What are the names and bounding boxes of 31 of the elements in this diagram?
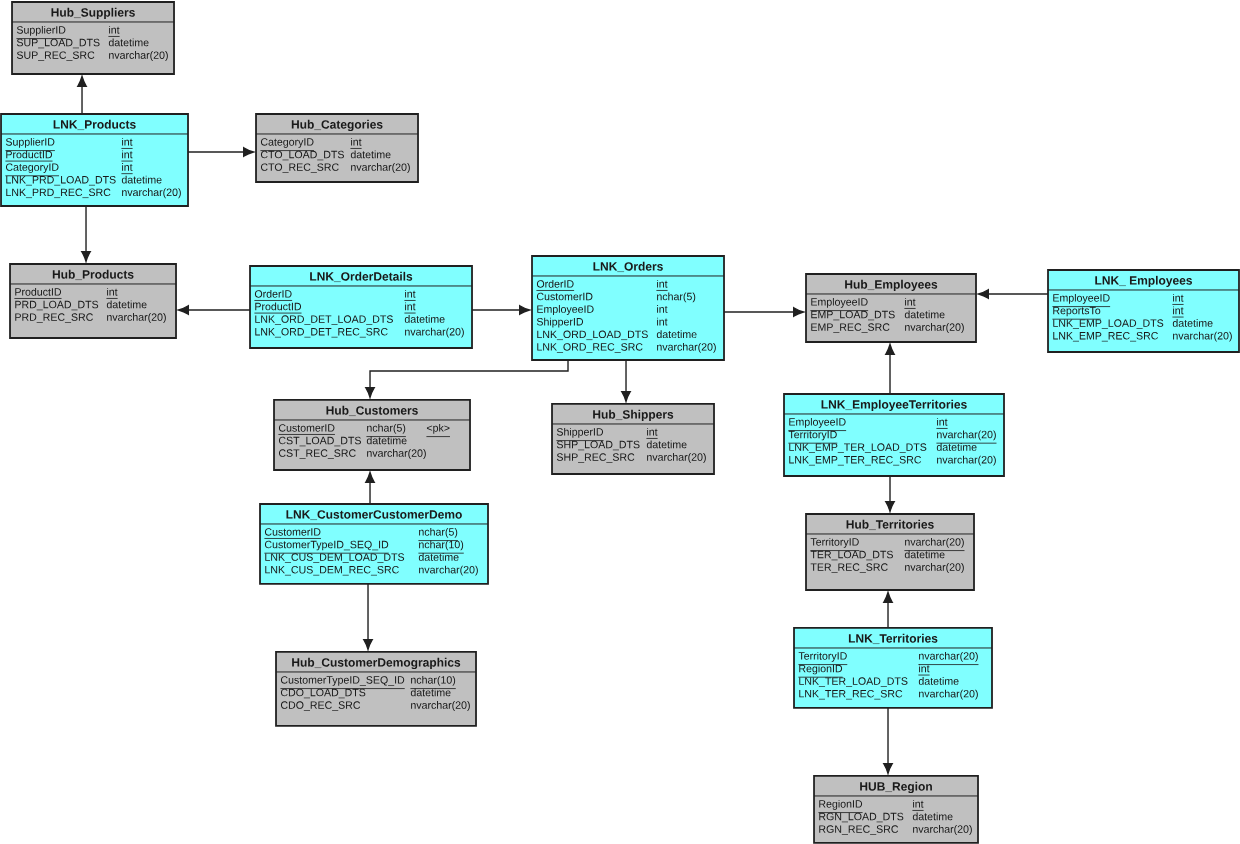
table-box [1047,269,1240,353]
table-box [813,775,979,844]
arrow [81,205,91,263]
arrow [885,343,895,395]
arrow [977,289,1049,299]
table-box [551,403,715,475]
table-box [255,113,419,183]
table-box [793,627,993,709]
table-box [9,263,177,339]
table-box [275,651,477,727]
arrow [885,475,895,513]
arrow [365,471,375,505]
arrow [77,75,87,115]
arrow [883,591,893,629]
table-box [531,255,725,361]
table-box [805,273,977,343]
arrow [187,147,255,157]
table-box [249,265,473,349]
table-box [273,399,471,471]
table-box [0,113,189,207]
arrow [363,583,373,651]
arrow [471,305,531,315]
table-box [259,503,489,585]
table-box [805,513,975,591]
arrow [723,307,805,317]
table-box [783,393,1005,477]
arrow [365,359,569,399]
table-box [11,1,175,75]
arrow [621,359,631,403]
arrow [883,707,893,775]
arrow [177,305,251,315]
